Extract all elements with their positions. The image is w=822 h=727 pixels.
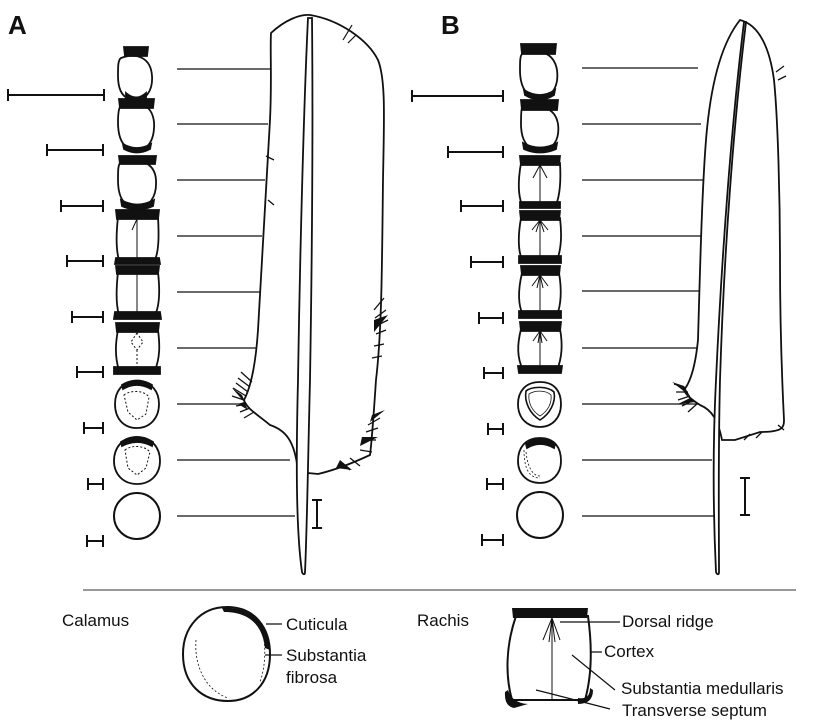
legend-calamus: Calamus Cuticula Substantia fibrosa [62, 607, 367, 701]
calamus-title: Calamus [62, 611, 129, 630]
section-a2 [118, 103, 154, 150]
panel-b: B [412, 10, 786, 574]
legend-rachis: Rachis Dorsal ridge Cortex Substantia me… [417, 608, 784, 720]
section-a7 [115, 381, 159, 428]
section-a3 [118, 160, 156, 207]
section-b2 [521, 106, 558, 150]
panel-b-scale-bars [412, 90, 503, 546]
feather-a [232, 15, 388, 574]
calamus-label-cuticula: Cuticula [286, 615, 348, 634]
rachis-diagram [507, 616, 590, 700]
panel-a-cross-sections [114, 47, 161, 539]
panel-a-letter: A [8, 10, 27, 40]
calamus-label-substantia: Substantia [286, 646, 367, 665]
panel-a-feather-scale-bar [312, 500, 322, 528]
panel-b-cross-sections [517, 44, 563, 538]
panel-b-letter: B [441, 10, 460, 40]
panel-a: A [8, 10, 388, 574]
section-b9 [517, 492, 563, 538]
rachis-label-dorsal-ridge: Dorsal ridge [622, 612, 714, 631]
rachis-label-transverse-septum: Transverse septum [622, 701, 767, 720]
section-a5 [117, 272, 160, 315]
panel-b-leader-lines [582, 68, 715, 516]
rachis-label-cortex: Cortex [604, 642, 655, 661]
section-a1 [118, 56, 152, 100]
section-a9 [114, 493, 160, 539]
feather-a-vane [244, 15, 384, 474]
feather-b-vane [684, 20, 784, 440]
feather-b [672, 20, 786, 574]
rachis-label-substantia-medullaris: Substantia medullaris [621, 679, 784, 698]
panel-a-scale-bars [8, 89, 104, 547]
rachis-title: Rachis [417, 611, 469, 630]
calamus-label-fibrosa: fibrosa [286, 668, 338, 687]
panel-b-feather-scale-bar [740, 478, 750, 515]
section-a4 [117, 217, 159, 260]
